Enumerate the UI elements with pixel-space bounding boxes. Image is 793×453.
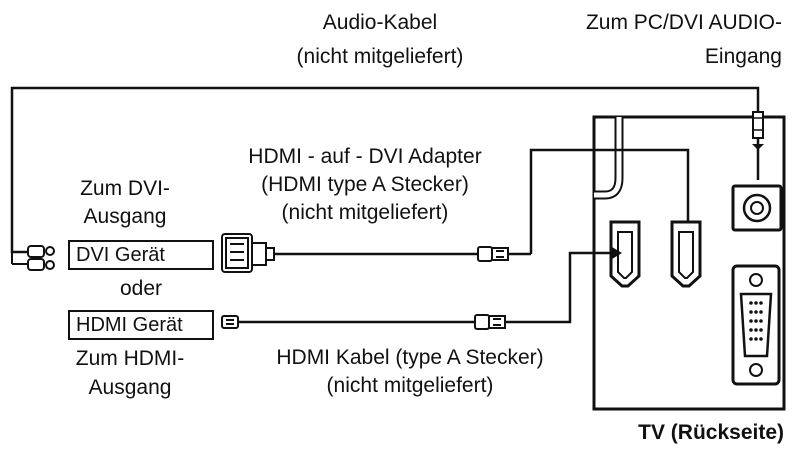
label-hdmi-cable-1: HDMI Kabel (type A Stecker) bbox=[276, 346, 544, 369]
label-tv-rear: TV (Rückseite) bbox=[638, 421, 784, 444]
label-hdmi-out-2: Ausgang bbox=[88, 376, 172, 399]
label-audio-cable: Audio-Kabel bbox=[322, 11, 438, 34]
label-dvi-out-1: Zum DVI- bbox=[80, 177, 170, 200]
vga-pins bbox=[749, 301, 763, 341]
hdmi-port-1 bbox=[609, 220, 641, 288]
hdmi-plug-mid bbox=[474, 314, 506, 330]
hdmi-cable-to-tv bbox=[505, 251, 612, 324]
label-adapter-1: HDMI - auf - DVI Adapter bbox=[248, 145, 482, 168]
label-pc-dvi-audio-1: Zum PC/DVI AUDIO- bbox=[585, 11, 782, 34]
vga-port bbox=[731, 264, 781, 386]
hdmi-plug-device bbox=[221, 315, 239, 329]
label-hdmi-cable-2: (nicht mitgeliefert) bbox=[326, 374, 494, 397]
rca-plugs bbox=[11, 245, 55, 271]
label-dvi-out-2: Ausgang bbox=[83, 205, 167, 228]
adapter-callout bbox=[529, 148, 690, 254]
label-pc-dvi-audio-2: Eingang bbox=[704, 45, 782, 68]
dvi-device-box: DVI Gerät bbox=[68, 240, 214, 270]
label-hdmi-out-1: Zum HDMI- bbox=[75, 347, 185, 370]
audio-plug-tv bbox=[752, 111, 764, 139]
label-adapter-2: (HDMI type A Stecker) bbox=[261, 173, 469, 196]
label-audio-cable-note: (nicht mitgeliefert) bbox=[296, 45, 464, 68]
dvi-adapter bbox=[221, 233, 275, 273]
hdmi-port-2 bbox=[670, 220, 702, 288]
label-or: oder bbox=[119, 277, 163, 300]
label-adapter-3: (nicht mitgeliefert) bbox=[281, 201, 449, 224]
hdmi-device-box: HDMI Gerät bbox=[68, 310, 214, 340]
hdmi-plug-dvi-mid bbox=[477, 246, 509, 262]
